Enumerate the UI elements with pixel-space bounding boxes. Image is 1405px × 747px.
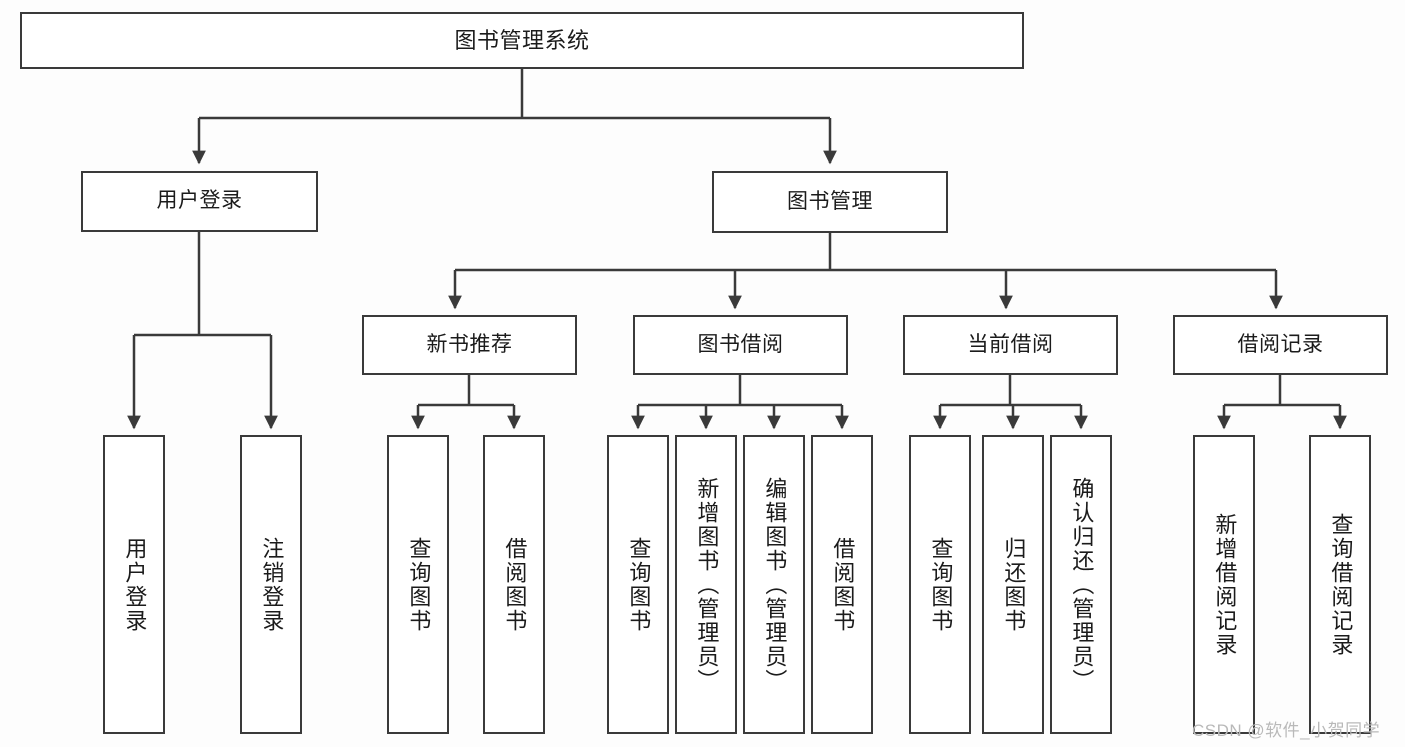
node-user-login[interactable]: 用户登录 — [81, 171, 318, 232]
node-label: 图书借阅 — [697, 332, 784, 356]
node-label: 新增借阅记录 — [1212, 512, 1238, 657]
node-label: 归还图书 — [1001, 536, 1027, 633]
leaf-confirm-return-admin[interactable]: 确认归还（管理员） — [1050, 435, 1112, 734]
leaf-query-book-current[interactable]: 查询图书 — [909, 435, 971, 734]
node-label: 查询图书 — [928, 536, 954, 633]
leaf-query-book-recommend[interactable]: 查询图书 — [387, 435, 449, 734]
node-label: 注销登录 — [259, 536, 285, 633]
node-label: 当前借阅 — [967, 332, 1054, 356]
node-label: 确认归还（管理员） — [1069, 476, 1095, 693]
node-label: 用户登录 — [122, 536, 148, 633]
node-label: 图书管理 — [787, 189, 873, 213]
node-label: 查询图书 — [626, 536, 652, 633]
leaf-add-borrow-record[interactable]: 新增借阅记录 — [1193, 435, 1255, 734]
csdn-watermark: CSDN @软件_小贺同学 — [1192, 721, 1381, 740]
node-new-book-recommend[interactable]: 新书推荐 — [362, 315, 577, 375]
node-label: 用户登录 — [156, 189, 243, 213]
leaf-query-book-borrow[interactable]: 查询图书 — [607, 435, 669, 734]
node-current-borrow[interactable]: 当前借阅 — [903, 315, 1118, 375]
node-label: 新书推荐 — [426, 332, 513, 356]
leaf-borrow-book-recommend[interactable]: 借阅图书 — [483, 435, 545, 734]
leaf-add-book-admin[interactable]: 新增图书（管理员） — [675, 435, 737, 734]
node-label: 借阅记录 — [1237, 332, 1324, 356]
node-label: 编辑图书（管理员） — [762, 476, 788, 693]
leaf-query-borrow-record[interactable]: 查询借阅记录 — [1309, 435, 1371, 734]
node-label: 图书管理系统 — [454, 27, 590, 53]
leaf-user-logout[interactable]: 注销登录 — [240, 435, 302, 734]
leaf-user-login[interactable]: 用户登录 — [103, 435, 165, 734]
node-label: 借阅图书 — [502, 536, 528, 633]
node-root-system[interactable]: 图书管理系统 — [20, 12, 1024, 69]
node-book-borrow[interactable]: 图书借阅 — [633, 315, 848, 375]
node-label: 借阅图书 — [830, 536, 856, 633]
leaf-return-book[interactable]: 归还图书 — [982, 435, 1044, 734]
node-book-management[interactable]: 图书管理 — [712, 171, 948, 233]
node-label: 查询借阅记录 — [1328, 512, 1354, 657]
leaf-edit-book-admin[interactable]: 编辑图书（管理员） — [743, 435, 805, 734]
node-borrow-record[interactable]: 借阅记录 — [1173, 315, 1388, 375]
node-label: 查询图书 — [406, 536, 432, 633]
node-label: 新增图书（管理员） — [694, 476, 720, 693]
leaf-borrow-book[interactable]: 借阅图书 — [811, 435, 873, 734]
